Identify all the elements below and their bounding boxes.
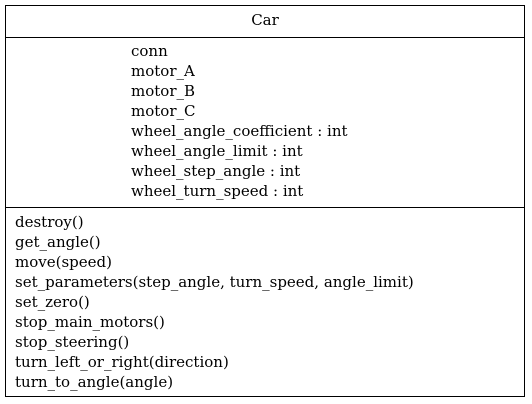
attribute-motor-c: motor_C — [131, 102, 196, 120]
attribute-wheel-step-angle: wheel_step_angle : int — [131, 162, 301, 180]
method-get-angle: get_angle() — [15, 233, 101, 251]
method-set-parameters: set_parameters(step_angle, turn_speed, a… — [15, 273, 414, 291]
method-move: move(speed) — [15, 253, 112, 271]
method-set-zero: set_zero() — [15, 293, 90, 311]
uml-class-box: Car conn motor_A motor_B motor_C wheel_a… — [5, 5, 525, 397]
attribute-wheel-angle-limit: wheel_angle_limit : int — [131, 142, 303, 160]
method-destroy: destroy() — [15, 213, 84, 231]
method-turn-left-or-right: turn_left_or_right(direction) — [15, 353, 229, 371]
attribute-conn: conn — [131, 42, 168, 60]
attribute-wheel-turn-speed: wheel_turn_speed : int — [131, 182, 304, 200]
method-turn-to-angle: turn_to_angle(angle) — [15, 373, 174, 391]
class-name: Car — [6, 6, 524, 38]
attribute-motor-a: motor_A — [131, 62, 195, 80]
attribute-motor-b: motor_B — [131, 82, 196, 100]
method-stop-main-motors: stop_main_motors() — [15, 313, 165, 331]
attributes-compartment: conn motor_A motor_B motor_C wheel_angle… — [6, 38, 524, 208]
method-stop-steering: stop_steering() — [15, 333, 130, 351]
methods-compartment: destroy() get_angle() move(speed) set_pa… — [6, 208, 524, 392]
attribute-wheel-angle-coefficient: wheel_angle_coefficient : int — [131, 122, 348, 140]
